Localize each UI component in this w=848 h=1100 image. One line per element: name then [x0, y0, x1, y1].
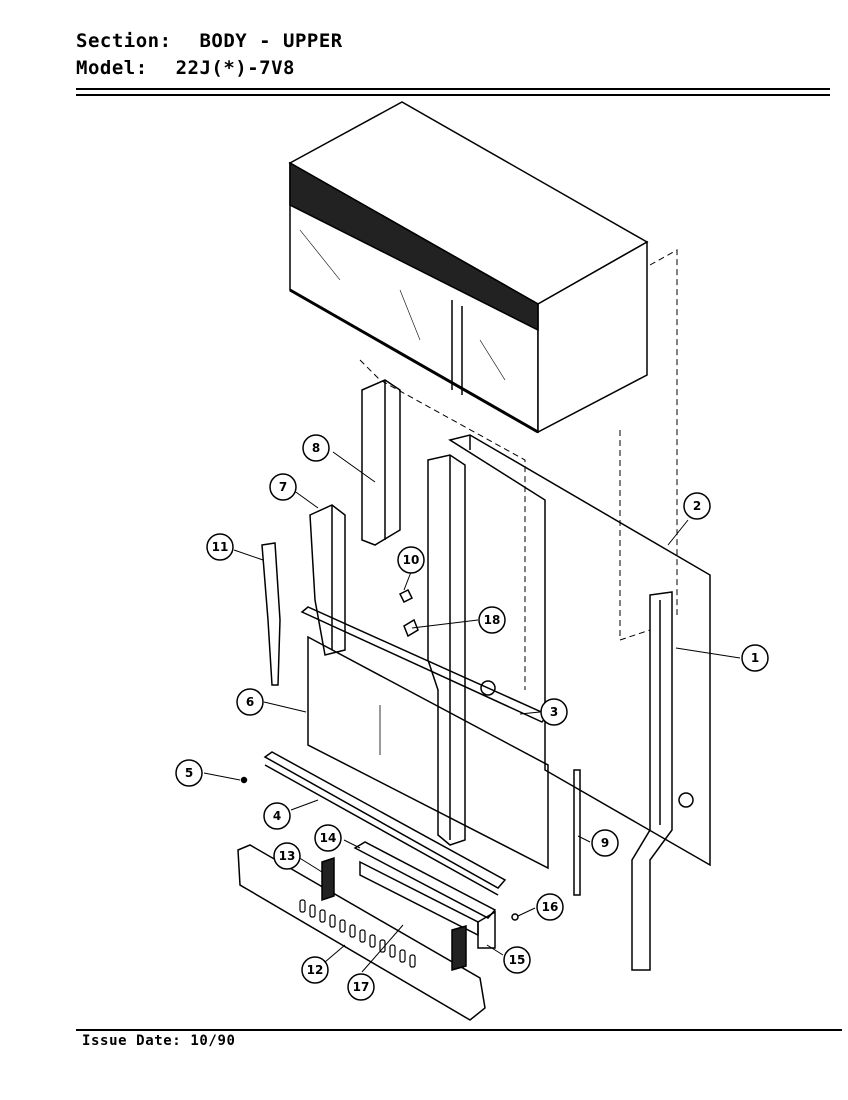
issue-date-label: Issue Date:	[82, 1033, 182, 1049]
svg-text:2: 2	[693, 499, 701, 513]
issue-date-value: 10/90	[190, 1033, 236, 1049]
svg-text:12: 12	[307, 963, 324, 977]
callout-14: 14	[314, 824, 342, 852]
part-6-panel	[307, 635, 549, 870]
part-5-screw	[240, 776, 248, 784]
callout-13: 13	[273, 842, 301, 870]
callout-7: 7	[269, 473, 297, 501]
svg-text:9: 9	[601, 836, 609, 850]
svg-text:18: 18	[484, 613, 501, 627]
callout-16: 16	[536, 893, 564, 921]
svg-text:3: 3	[550, 705, 558, 719]
part-18-clip	[403, 618, 419, 638]
part-10-clip	[398, 588, 414, 604]
model-heading: Model: 22J(*)-7V8	[76, 57, 295, 79]
callout-9: 9	[591, 829, 619, 857]
svg-text:7: 7	[279, 480, 287, 494]
part-1-right-rail	[631, 591, 673, 971]
callout-3: 3	[540, 698, 568, 726]
callout-17: 17	[347, 973, 375, 1001]
part-7-rail	[309, 504, 346, 656]
svg-text:13: 13	[279, 849, 296, 863]
callout-15: 15	[503, 946, 531, 974]
part-8-bracket	[361, 379, 401, 546]
callout-10: 10	[397, 546, 425, 574]
svg-text:10: 10	[403, 553, 420, 567]
header-rule-top	[76, 88, 830, 90]
svg-text:15: 15	[509, 953, 526, 967]
model-label: Model:	[76, 57, 148, 79]
callout-5: 5	[175, 759, 203, 787]
header-rule-bottom	[76, 94, 830, 96]
part-9-strip	[573, 769, 581, 896]
svg-text:8: 8	[312, 441, 320, 455]
svg-text:5: 5	[185, 766, 193, 780]
callout-18: 18	[478, 606, 506, 634]
callout-4: 4	[263, 802, 291, 830]
callout-2: 2	[683, 492, 711, 520]
leader-lines	[203, 451, 741, 973]
callout-8: 8	[302, 434, 330, 462]
part-3-bar	[300, 606, 550, 723]
callout-1: 1	[741, 644, 769, 672]
svg-text:1: 1	[751, 651, 759, 665]
svg-text:16: 16	[542, 900, 559, 914]
footer-rule	[76, 1029, 842, 1031]
part-12-front-grille	[237, 844, 486, 1021]
callout-11: 11	[206, 533, 234, 561]
cabinet-assembly	[288, 101, 649, 434]
section-heading: Section: BODY - UPPER	[76, 30, 343, 52]
model-value: 22J(*)-7V8	[175, 57, 295, 79]
center-channel	[427, 454, 466, 846]
svg-text:4: 4	[273, 809, 281, 823]
hidden-outlines	[359, 249, 678, 690]
part-16-fastener	[511, 913, 519, 921]
grille-slots	[299, 899, 416, 968]
callout-6: 6	[236, 688, 264, 716]
part-4-rail	[263, 751, 507, 896]
part-14-frame	[353, 841, 497, 949]
svg-text:14: 14	[320, 831, 337, 845]
callout-12: 12	[301, 956, 329, 984]
issue-date: Issue Date: 10/90	[82, 1033, 236, 1049]
svg-text:17: 17	[353, 980, 370, 994]
svg-text:11: 11	[212, 540, 229, 554]
part-11-strip	[261, 542, 281, 686]
section-label: Section:	[76, 30, 172, 52]
section-value: BODY - UPPER	[199, 30, 343, 52]
svg-text:6: 6	[246, 695, 254, 709]
part-2-back-panel	[448, 434, 711, 867]
